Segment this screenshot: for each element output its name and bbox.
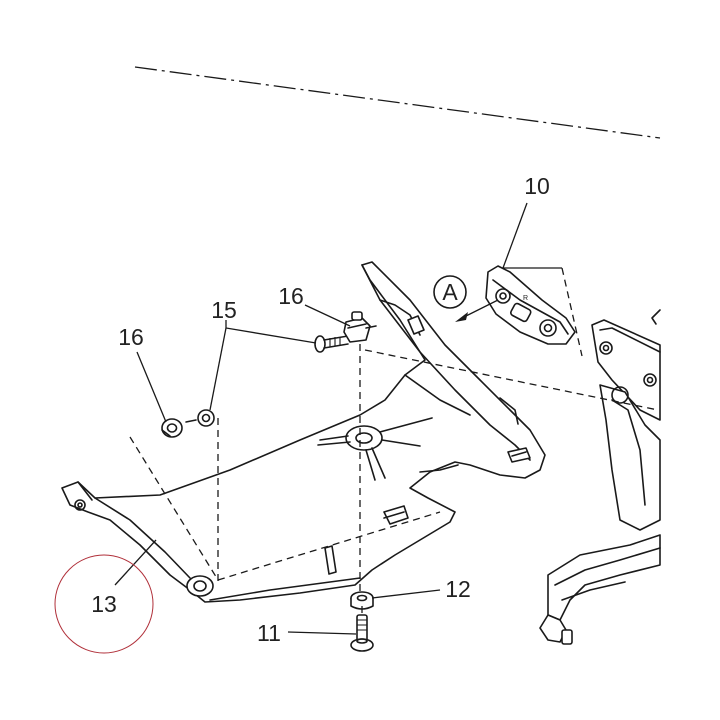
main-fairing-panel bbox=[61, 261, 546, 603]
washer-16-left bbox=[161, 418, 183, 438]
center-axis-line bbox=[134, 66, 661, 139]
callout-16-top: 16 bbox=[278, 283, 304, 309]
assembly-lines bbox=[129, 267, 659, 614]
callout-15: 15 bbox=[211, 297, 237, 323]
callout-16-left: 16 bbox=[118, 324, 144, 350]
grommet-15-left bbox=[185, 409, 215, 427]
leader-lines bbox=[114, 202, 562, 635]
callout-12: 12 bbox=[445, 576, 471, 602]
bolt-15 bbox=[314, 335, 349, 353]
clip-nut-16 bbox=[343, 311, 377, 343]
highlight-circle bbox=[54, 554, 154, 654]
callout-13: 13 bbox=[91, 591, 117, 617]
callout-10: 10 bbox=[524, 173, 550, 199]
mounting-bracket: R bbox=[485, 265, 576, 345]
frame-structure bbox=[539, 309, 661, 645]
bracket-mark: R bbox=[523, 295, 528, 302]
detail-marker-a: A bbox=[433, 275, 499, 322]
callout-11: 11 bbox=[257, 620, 281, 646]
bolt-11 bbox=[350, 614, 374, 652]
detail-marker-label: A bbox=[442, 279, 458, 305]
